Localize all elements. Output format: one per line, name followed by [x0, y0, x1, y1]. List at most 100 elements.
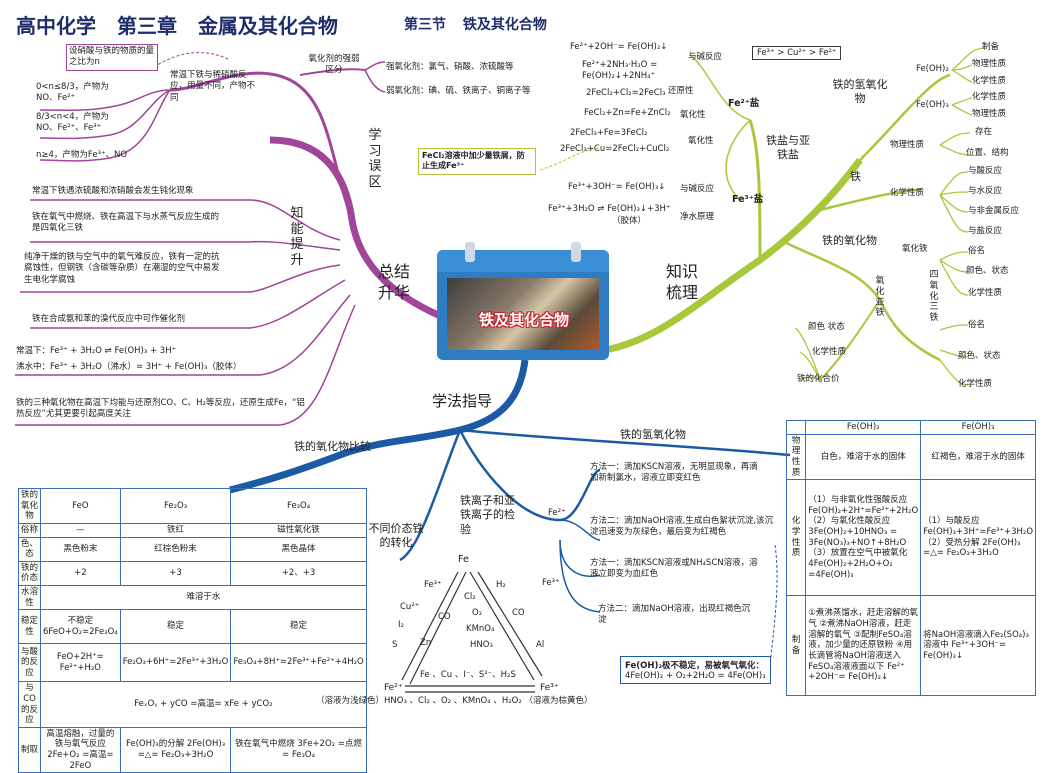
fe2-alkali-label: 与碱反应 [688, 52, 723, 62]
iron-chem-item-3: 与盐反应 [968, 226, 1003, 236]
branch-conversion [399, 429, 462, 562]
branch-summary [269, 136, 452, 324]
header-section-title: 铁及其化合物 [462, 17, 547, 33]
oxide-row-4: 水溶性 难溶于水 [17, 584, 367, 611]
feo2-node: 氧化亚铁 [875, 276, 885, 319]
case-1: 0<n≤8/3，产物为NO、Fe²⁺ [36, 82, 109, 104]
line-fe3o4-c [939, 359, 969, 386]
oxide-cell: 稳定 [119, 609, 232, 645]
branch-weak [364, 69, 386, 93]
header-title: 高中化学 第三章 金属及其化合物 [16, 10, 338, 39]
oxide-cell: 不稳定 6FeO+O₂=2Fe₃O₄ [40, 609, 121, 645]
header-chapter: 第三章 [116, 14, 177, 38]
note-connector [149, 52, 231, 71]
oxide-cell: 铁的氧化物 [17, 488, 42, 524]
oxide-cell: — [40, 522, 121, 538]
hyd-phys-label: 物理性质 [785, 433, 807, 481]
header-subject: 高中化学 [16, 14, 96, 38]
oxide-cell: 稳定 [230, 609, 367, 645]
line-fe3-salt [725, 119, 751, 201]
conv-right-0: Cl₂ [464, 592, 476, 602]
iron-chem-item-0: 与酸反应 [968, 166, 1003, 176]
det-note-eq: 4Fe(OH)₂ + O₂+2H₂O = 4Fe(OH)₃ [625, 671, 766, 681]
feo-item-2: 化学性质 [968, 288, 1003, 298]
oxide-cell: 红棕色粉末 [119, 536, 232, 562]
oxide-cell: 与酸的反应 [17, 643, 42, 683]
branch-detection [458, 429, 601, 522]
line-iron-phys-a [939, 132, 971, 146]
oxide-cell: 稳定性 [17, 609, 42, 645]
conv-left-down-1: Zn [420, 638, 432, 648]
fe2-salt-label: Fe²⁺盐 [728, 98, 760, 109]
fe2-reduce-label: 还原性 [668, 86, 694, 96]
feoh3-node: Fe(OH)₃ [916, 100, 949, 110]
hyd-header-row: Fe(OH)₂ Fe(OH)₃ [785, 420, 1036, 435]
hydroxide-table-title: 铁的氢氧化物 [620, 428, 686, 441]
fe2-alkali-eq2: Fe²⁺+2NH₃·H₂O = [582, 60, 658, 70]
branch-label-method: 学法指导 [432, 392, 493, 410]
branch-label-knowledge: 知识梳理 [665, 262, 698, 302]
branch-oxide [779, 238, 941, 362]
branch-feo2 [819, 299, 881, 381]
oxide-cell: Fe₃O₄+8H⁺=2Fe³⁺+Fe²⁺+4H₂O [230, 643, 367, 683]
line-feoh3-a [951, 97, 973, 106]
fe3o4-item-1: 颜色、状态 [958, 351, 1001, 361]
conv-right-2: KMnO₄ [466, 624, 495, 634]
conv-left-0: Cu²⁺ [400, 602, 420, 612]
oxide-row-8: 制取 高温熔融，过量的铁与氧气反应 2Fe+O₂ =高温= 2FeO Fe(OH… [17, 726, 367, 773]
hub-top-bar [437, 250, 609, 272]
fe3-alkali-label: 与碱反应 [680, 184, 715, 194]
det-note-box: Fe(OH)₂极不稳定，易被氧气氧化： 4Fe(OH)₂ + O₂+2H₂O =… [620, 656, 771, 684]
hyd-prep-label: 制备 [785, 595, 807, 697]
branch-s3 [20, 264, 341, 293]
feoh2-node: Fe(OH)₂ [916, 64, 949, 74]
fe2-alkali-eq3: Fe(OH)₂↓+2NH₄⁺ [582, 71, 656, 81]
fe3o4-node: 四氧化三铁 [929, 270, 939, 324]
hyd-chem-a: （1）与非氧化性强酸反应 Fe(OH)₂+2H⁺=Fe²⁺+2H₂O （2）与氧… [805, 479, 922, 597]
skill-reduction: 铁的三种氧化物在高温下均能与还原剂CO、C、H₂等反应，还原生成Fe，“铝热反应… [16, 398, 305, 420]
branch-method [229, 359, 529, 494]
hyd-prep-row: 制备 ①煮沸蒸馏水，赶走溶解的氧气 ②煮沸NaOH溶液，赶走溶解的氧气 ③配制F… [785, 595, 1036, 697]
conv-fe2: Fe²⁺ [384, 683, 403, 693]
line-iron-chem-d [939, 194, 969, 233]
hyd-col-a: Fe(OH)₂ [805, 420, 922, 435]
branch-knowledge [604, 157, 863, 354]
oxide-cell: +3 [119, 560, 232, 587]
line-fe3o4-a [939, 324, 969, 331]
hyd-corner [785, 420, 807, 435]
oxide-row-0: 铁的氧化物 FeO Fe₂O₃ Fe₃O₄ [17, 488, 367, 524]
feoh2-item-1: 物理性质 [972, 59, 1007, 69]
branch-oxidant [299, 68, 366, 76]
branch-hydroxide [859, 73, 951, 161]
branch-label-skills: 知能提升 [290, 206, 304, 268]
hyd-prep-a: ①煮沸蒸馏水，赶走溶解的氧气 ②煮沸NaOH溶液，赶走溶解的氧气 ③配制FeSO… [805, 595, 922, 697]
line-feoh2-c [951, 69, 973, 83]
conv-co: CO [512, 608, 525, 618]
fe2-ox-eq: FeCl₂+Zn=Fe+ZnCl₂ [584, 108, 671, 118]
oxide-cell: Fe₃O₄ [230, 488, 367, 524]
feoh2-item-0: 制备 [982, 42, 1000, 52]
feoh3-item-0: 化学性质 [972, 92, 1007, 102]
central-hub [437, 242, 609, 360]
oxide-cell: 磁性氧化铁 [230, 522, 367, 538]
line-iron-chem-a [939, 171, 969, 196]
fe3-ox-label: 氧化性 [688, 136, 714, 146]
hub-steel-photo [447, 278, 599, 350]
line-iron-chem-b [939, 191, 969, 196]
branch-iron [819, 188, 921, 212]
tri-right-a [469, 571, 535, 681]
hyd-chem-label: 化学性质 [785, 479, 807, 597]
feo-item-1: 颜色、状态 [966, 266, 1009, 276]
hydroxide-node: 铁的氢氧化物 [832, 78, 888, 106]
hyd-prep-b: 将NaOH溶液滴入Fe₂(SO₄)₃溶液中 Fe³⁺+3OH⁻= Fe(OH)₃… [920, 595, 1036, 697]
line-det-fe3b [559, 539, 601, 613]
hub-ring-right [571, 242, 581, 262]
det-method-2: 方法二：滴加NaOH溶液,生成白色絮状沉淀,该沉淀迅速变为灰绿色，最后变为红褐色 [590, 516, 774, 538]
oxide-cell: 铁红 [119, 522, 232, 538]
oxide-cell: 制取 [17, 726, 42, 773]
skill-hydrolysis-boil: 沸水中：Fe³⁺ + 3H₂O（沸水）= 3H⁺ + Fe(OH)₃（胶体） [16, 362, 242, 372]
oxide-cell: FeO [40, 488, 121, 524]
feoh2-item-2: 化学性质 [972, 76, 1007, 86]
fe3-alkali-eq: Fe³⁺+3OH⁻= Fe(OH)₃↓ [568, 182, 666, 192]
line-det-fe2b [559, 519, 601, 541]
